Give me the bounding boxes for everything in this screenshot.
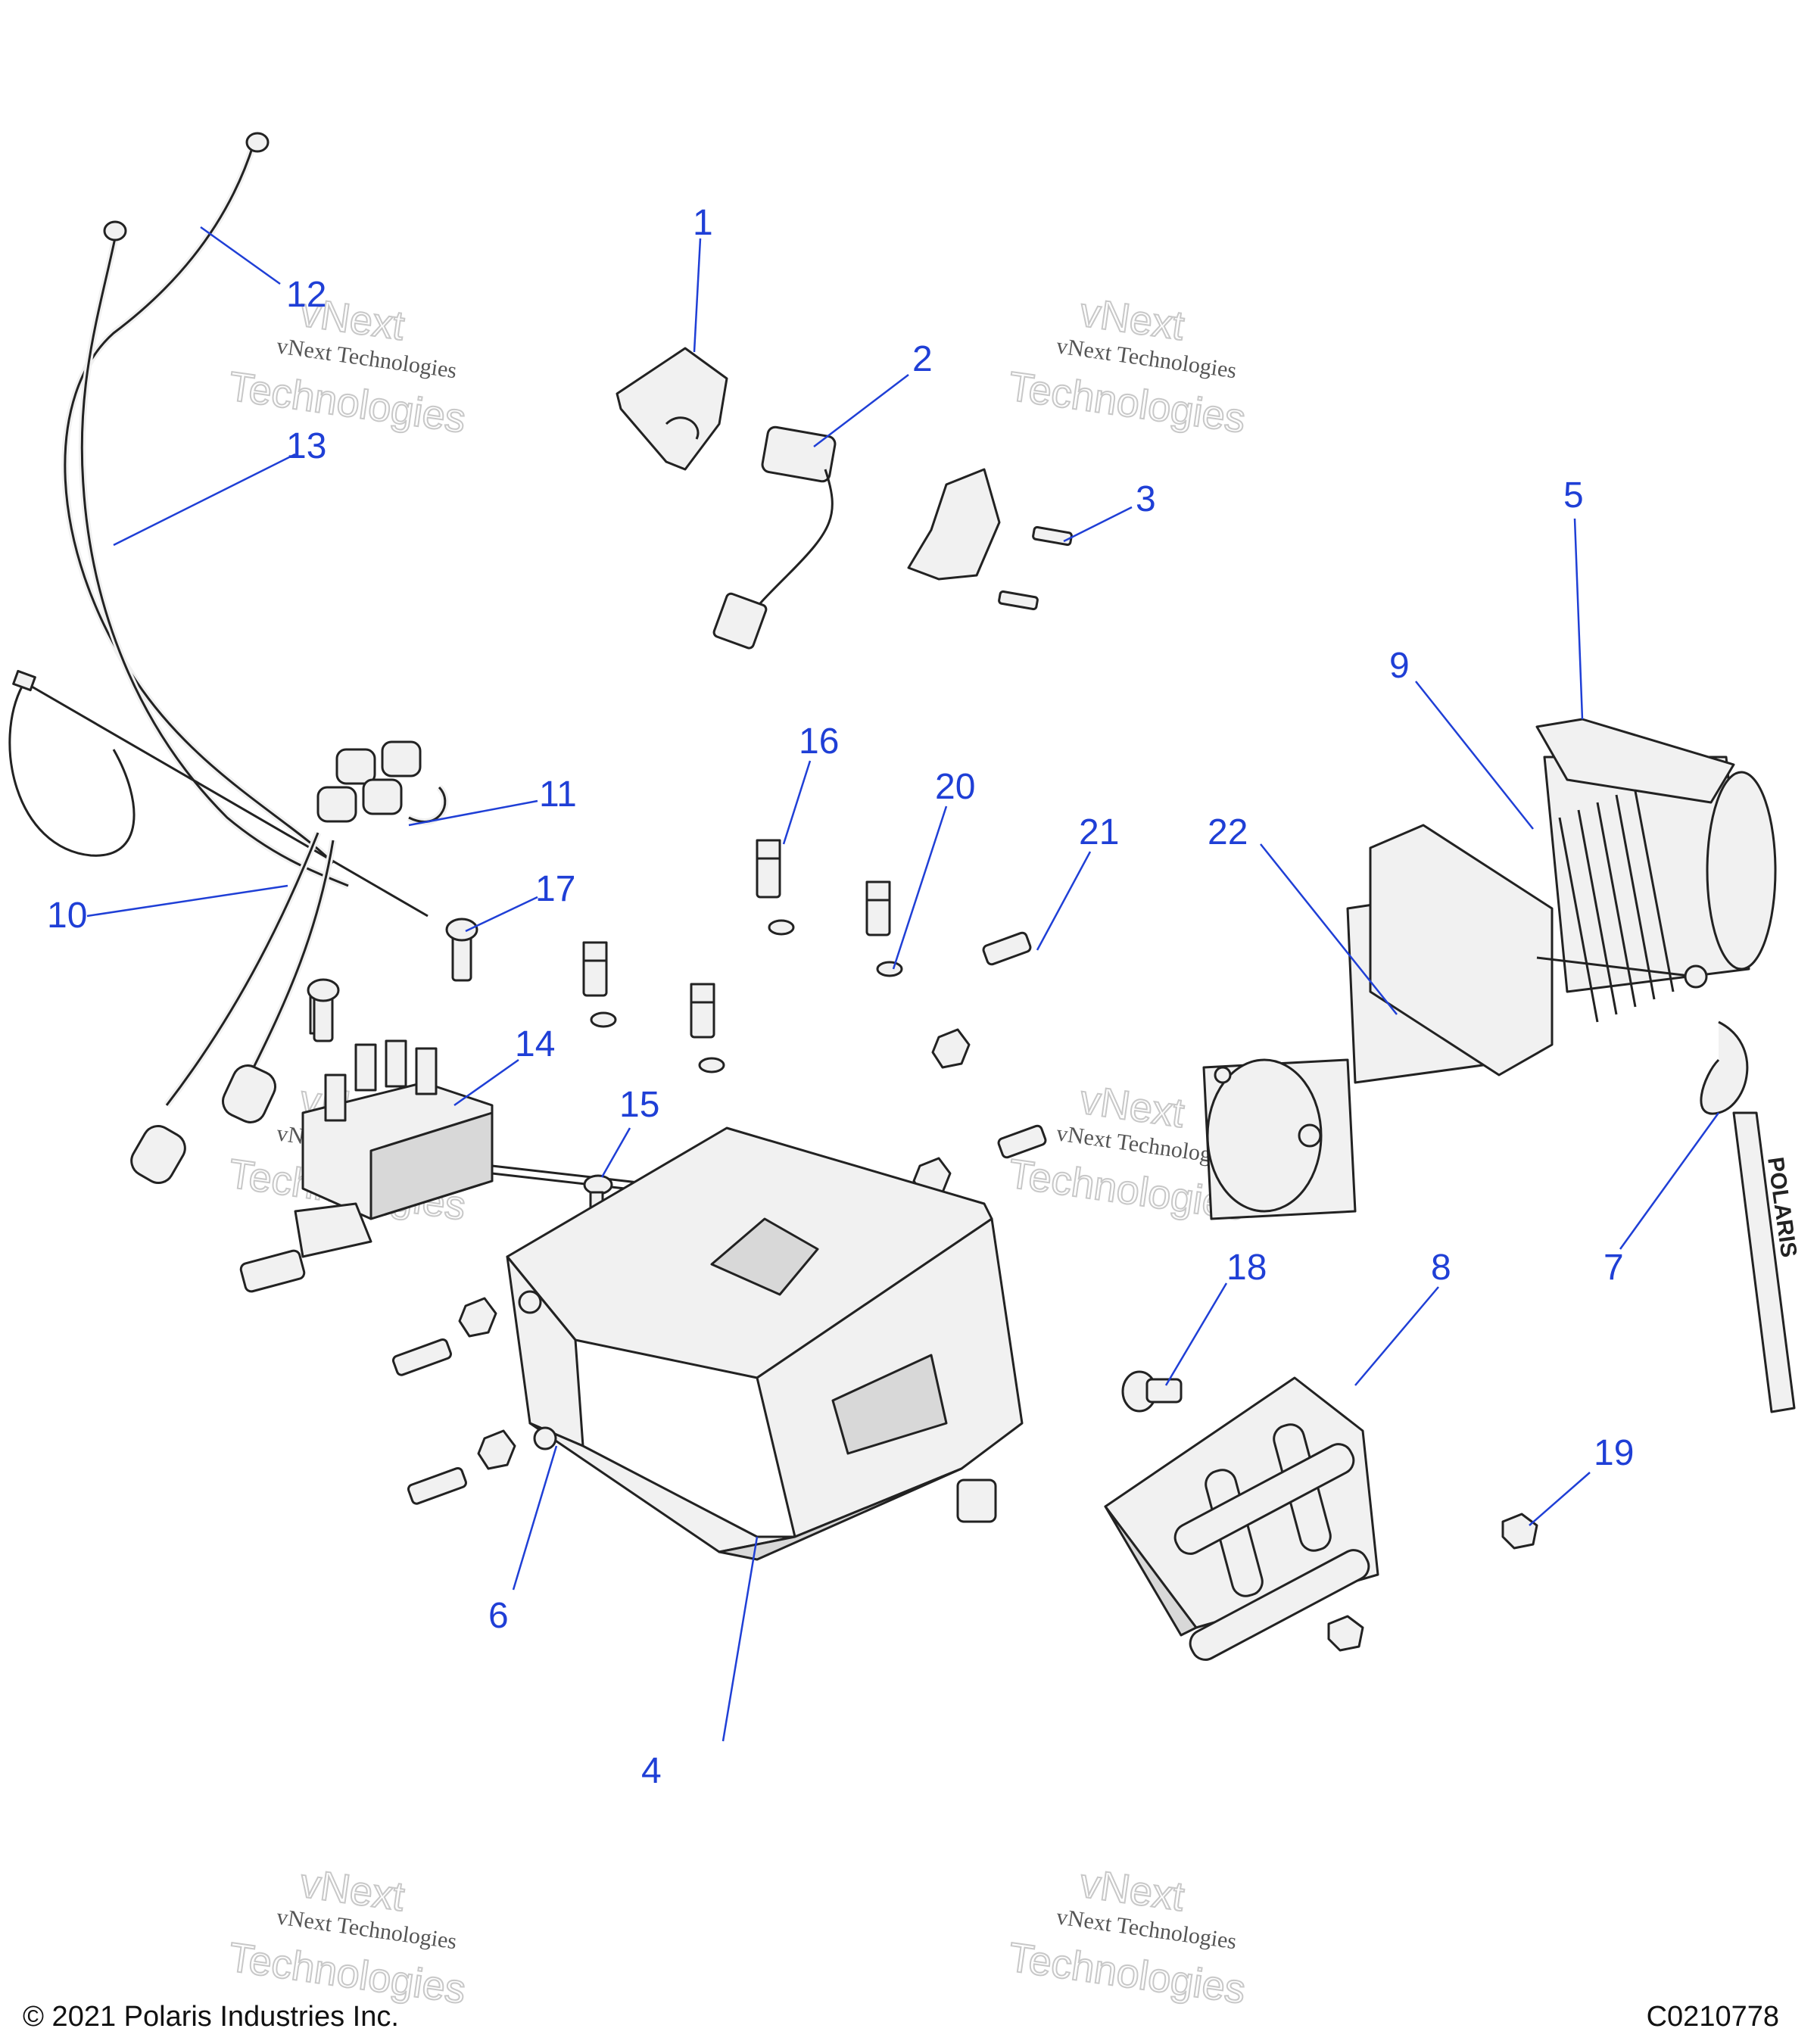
roller-fairlead — [1104, 1376, 1379, 1661]
watermark-top-right: vNext Technologies vNext Technologies — [1005, 288, 1249, 442]
copyright-notice: © 2021 Polaris Industries Inc. — [23, 2001, 399, 2033]
fairlead-hardware — [1121, 1370, 1538, 1652]
watermark-top-left: vNext Technologies vNext Technologies — [225, 288, 469, 442]
callout-7: 7 — [1604, 1248, 1624, 1288]
winch-mount-bracket — [506, 1126, 1024, 1561]
mount-bolts — [307, 839, 1047, 1198]
callout-5: 5 — [1563, 475, 1584, 516]
leader-lines — [86, 226, 1720, 1742]
callout-15: 15 — [619, 1085, 659, 1125]
relay-harness — [130, 740, 449, 1184]
callout-17: 17 — [535, 869, 575, 909]
zip-tie — [8, 669, 429, 918]
callout-20: 20 — [935, 767, 975, 807]
callout-13: 13 — [286, 426, 326, 466]
callout-19: 19 — [1594, 1433, 1634, 1473]
callout-16: 16 — [799, 721, 839, 762]
callout-18: 18 — [1226, 1248, 1267, 1288]
callout-6: 6 — [488, 1596, 509, 1636]
winch-assembly — [1202, 718, 1777, 1220]
watermark-bottom-left: vNext Technologies vNext Technologies — [225, 1859, 469, 2013]
callout-11: 11 — [539, 774, 577, 815]
callout-22: 22 — [1208, 812, 1248, 852]
winch-hook-strap: POLARIS — [1536, 956, 1801, 1413]
winch-contactor — [239, 990, 494, 1293]
drawing-code: C0210778 — [1646, 2001, 1779, 2033]
callout-labels: 1 2 3 4 5 6 7 8 9 10 11 12 13 14 15 16 1… — [47, 203, 1634, 1791]
callout-3: 3 — [1136, 479, 1156, 519]
watermark-bottom-right: vNext Technologies vNext Technologies — [1005, 1859, 1249, 2013]
callout-9: 9 — [1389, 646, 1410, 686]
bracket-fasteners — [391, 1297, 997, 1523]
battery-cables — [61, 132, 350, 890]
callout-21: 21 — [1079, 812, 1119, 852]
callout-2: 2 — [912, 339, 933, 379]
callout-1: 1 — [693, 203, 713, 243]
callout-14: 14 — [515, 1024, 555, 1064]
rocker-switch — [712, 425, 837, 650]
switch-bezel — [907, 468, 1073, 611]
switch-cover — [616, 347, 728, 471]
callout-10: 10 — [47, 896, 87, 936]
callout-8: 8 — [1431, 1248, 1451, 1288]
callout-12: 12 — [286, 275, 326, 315]
callout-4: 4 — [641, 1751, 662, 1791]
